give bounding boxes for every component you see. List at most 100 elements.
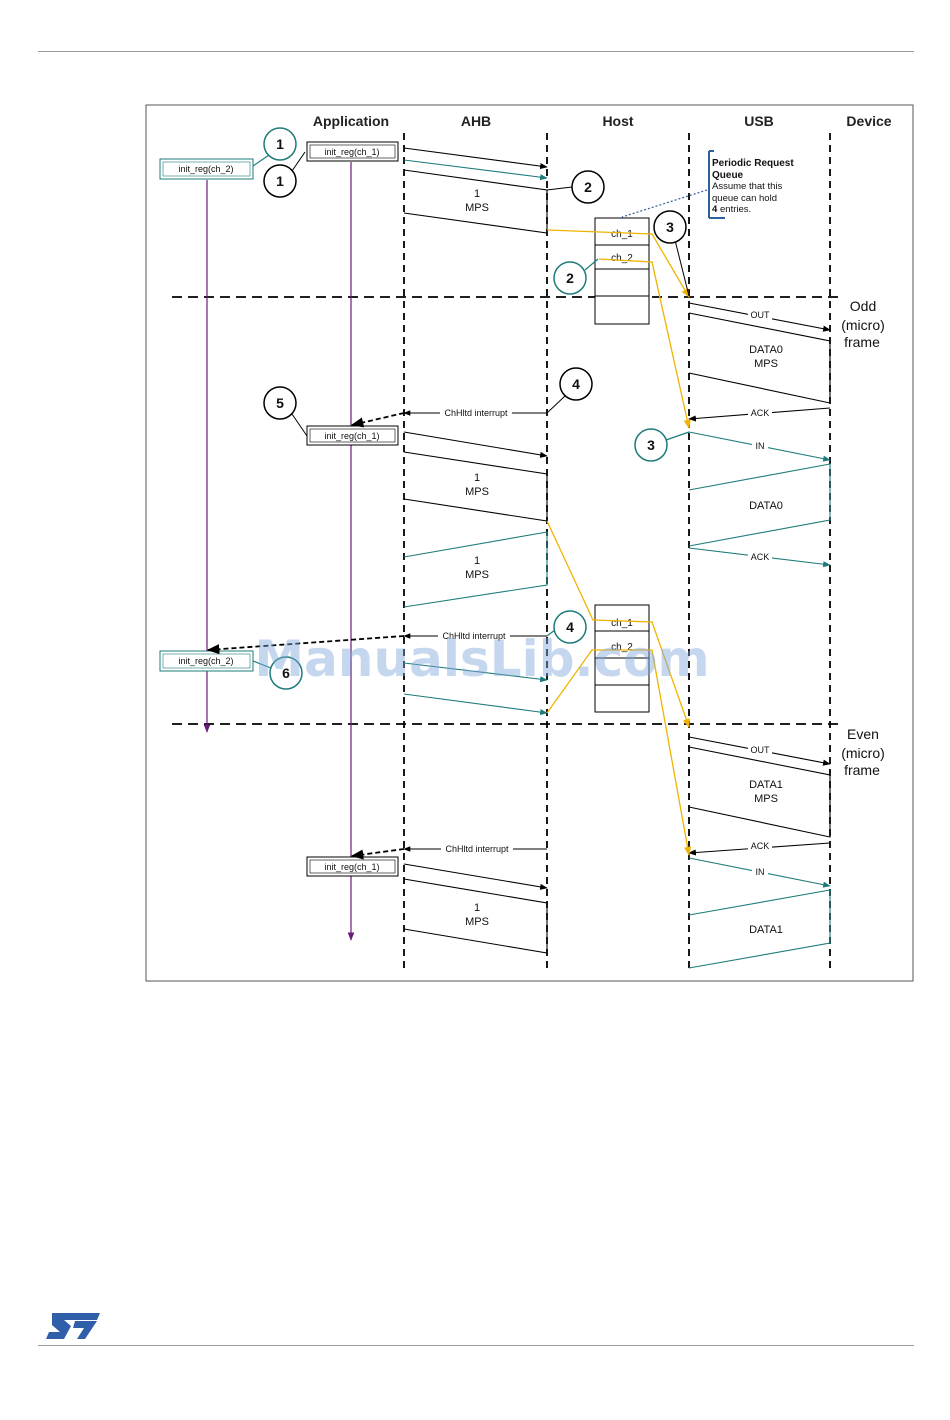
- usb-data1-out-block: [688, 746, 831, 838]
- queue-note: Periodic Request Queue Assume that this …: [621, 150, 794, 219]
- periodic-request-queue-1: [594, 217, 650, 325]
- ahb-block-2-mps: MPS: [465, 486, 489, 498]
- even-frame-label-3: frame: [844, 762, 880, 778]
- queue-note-count: 4: [712, 204, 718, 215]
- usb-data1-out-mps: MPS: [754, 793, 778, 805]
- interrupt-to-app-3: [350, 848, 405, 860]
- periodic-request-queue-2: [594, 604, 650, 713]
- st-logo: [46, 1313, 100, 1339]
- odd-frame-label-1: Odd: [850, 298, 876, 314]
- queue-note-line-2: queue can hold: [712, 193, 777, 204]
- usb-ack-label-2: ACK: [751, 552, 770, 562]
- usb-out-label-2: OUT: [751, 745, 771, 755]
- queue2-entry-ch1: ch_1: [611, 618, 633, 629]
- app-box-init-reg-ch1-a: init_reg(ch_1): [306, 141, 399, 162]
- ahb-data-block-2: [403, 451, 548, 522]
- interrupt-label-2: ChHltd interrupt: [442, 631, 506, 641]
- app-box-init-reg-ch2-b: init_reg(ch_2): [159, 650, 254, 672]
- ahb-data-block-3: [403, 531, 548, 608]
- ahb-arrow-3: [403, 863, 548, 890]
- usb-data0-out-block: [688, 312, 831, 404]
- interrupt-label-1: ChHltd interrupt: [444, 408, 508, 418]
- queue2-entry-ch2: ch_2: [611, 642, 633, 653]
- lane-header-application: Application: [313, 113, 389, 129]
- ahb-block-4-mps: MPS: [465, 916, 489, 928]
- ahb-data-block-4: [403, 878, 548, 954]
- marker-6-teal: 6: [252, 656, 303, 690]
- usb-in-label-2: IN: [756, 867, 765, 877]
- lane-header-usb: USB: [744, 113, 774, 129]
- svg-text:init_reg(ch_2): init_reg(ch_2): [178, 164, 233, 174]
- queue-note-title-2: Queue: [712, 170, 744, 181]
- svg-text:4: 4: [572, 376, 580, 392]
- usb-data0-out-label: DATA0: [749, 344, 783, 356]
- ahb-data-block-1: [403, 169, 548, 234]
- usb-ack-label-1: ACK: [751, 408, 770, 418]
- ahb-block-1-count: 1: [474, 188, 480, 200]
- bottom-rule: [38, 1345, 914, 1346]
- svg-text:2: 2: [566, 270, 574, 286]
- marker-1-black: 1: [263, 151, 306, 198]
- queue-note-title-1: Periodic Request: [712, 158, 794, 169]
- svg-text:5: 5: [276, 395, 284, 411]
- usb-out-label-1: OUT: [751, 310, 771, 320]
- svg-text:3: 3: [647, 437, 655, 453]
- usb-data1-out-label: DATA1: [749, 779, 783, 791]
- usb-ack-label-3: ACK: [751, 841, 770, 851]
- marker-4-black: 4: [546, 367, 593, 414]
- interrupt-to-app-1: [350, 412, 405, 428]
- svg-text:1: 1: [276, 136, 284, 152]
- svg-text:3: 3: [666, 219, 674, 235]
- app-box-init-reg-ch1-c: init_reg(ch_1): [306, 856, 399, 877]
- queue-note-line-3: entries.: [720, 204, 751, 215]
- ahb-block-3-mps: MPS: [465, 569, 489, 581]
- marker-2-black: 2: [546, 170, 605, 204]
- marker-2-teal: 2: [553, 258, 599, 295]
- marker-1-teal: 1: [252, 127, 297, 167]
- svg-text:6: 6: [282, 665, 290, 681]
- interrupt-label-3: ChHltd interrupt: [445, 844, 509, 854]
- marker-4-teal: 4: [546, 610, 587, 644]
- queue1-entry-ch2: ch_2: [611, 253, 633, 264]
- queue1-entry-ch1: ch_1: [611, 229, 633, 240]
- lane-header-device: Device: [846, 113, 891, 129]
- ahb-block-4-count: 1: [474, 902, 480, 914]
- ahb-block-1-mps: MPS: [465, 202, 489, 214]
- lane-header-host: Host: [602, 113, 633, 129]
- odd-frame-label-3: frame: [844, 334, 880, 350]
- odd-frame-label-2: (micro): [841, 317, 885, 333]
- watermark: ManualsLib.com: [254, 630, 709, 688]
- marker-3-black: 3: [653, 210, 690, 297]
- usb-data1-in-block: [688, 889, 831, 969]
- ahb-teal-arrow-3: [403, 693, 548, 716]
- top-rule: [38, 51, 914, 52]
- ahb-arrow-2: [403, 431, 548, 458]
- svg-text:2: 2: [584, 179, 592, 195]
- marker-3-teal: 3: [634, 428, 690, 462]
- app-box-init-reg-ch2-a: init_reg(ch_2): [159, 158, 254, 180]
- usb-data0-out-mps: MPS: [754, 358, 778, 370]
- ahb-block-3-count: 1: [474, 555, 480, 567]
- even-frame-label-2: (micro): [841, 745, 885, 761]
- ahb-teal-arrow-1: [403, 159, 548, 181]
- svg-text:init_reg(ch_1): init_reg(ch_1): [324, 147, 379, 157]
- lane-header-ahb: AHB: [461, 113, 491, 129]
- queue-note-line-1: Assume that this: [712, 181, 782, 192]
- host-schedule-path-ch2-a: [598, 258, 691, 429]
- usb-in-label-1: IN: [756, 441, 765, 451]
- host-schedule-path-ch1-b: [546, 520, 690, 728]
- svg-text:init_reg(ch_2): init_reg(ch_2): [178, 656, 233, 666]
- ahb-teal-arrow-2: [403, 662, 548, 683]
- ahb-arrow-1: [403, 147, 548, 170]
- marker-5-black: 5: [263, 386, 308, 437]
- diagram-frame: [145, 104, 914, 982]
- usb-data0-in-label: DATA0: [749, 500, 783, 512]
- usb-data1-in-label: DATA1: [749, 924, 783, 936]
- svg-text:4: 4: [566, 619, 574, 635]
- host-schedule-path-ch1-a: [546, 229, 690, 298]
- svg-text:1: 1: [276, 173, 284, 189]
- interrupt-to-app-2: [206, 635, 405, 655]
- app-box-init-reg-ch1-b: init_reg(ch_1): [306, 425, 399, 446]
- usb-data0-in-block: [688, 463, 831, 547]
